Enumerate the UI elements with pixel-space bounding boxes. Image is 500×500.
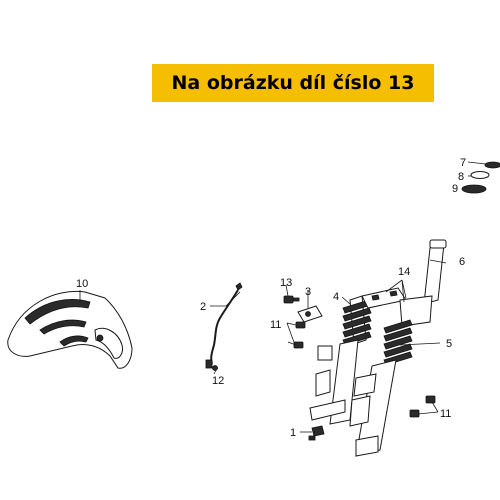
part-1-bolt — [308, 425, 325, 441]
callout-12: 12 — [212, 375, 224, 387]
part-9-nut — [461, 184, 487, 194]
callout-11-right: 11 — [440, 408, 451, 420]
part-11-bolts-right — [409, 395, 436, 418]
callout-9: 9 — [452, 183, 458, 195]
part-11-bolts-left — [293, 321, 306, 349]
part-10-front-fender — [7, 290, 133, 369]
callout-10: 10 — [76, 278, 88, 290]
callout-2: 2 — [200, 301, 206, 313]
callout-8: 8 — [458, 171, 464, 183]
part-6-steering-stem — [399, 239, 447, 327]
callout-4: 4 — [333, 291, 339, 303]
callout-1: 1 — [290, 427, 296, 439]
part-2-cable — [205, 282, 243, 371]
callout-13: 13 — [280, 277, 292, 289]
part-7-cap — [484, 161, 500, 169]
part-5-right-fork — [349, 319, 413, 457]
part-8-washer — [470, 171, 490, 179]
part-4-left-fork — [309, 295, 372, 425]
banner-text: Na obrázku díl číslo 13 — [171, 72, 415, 94]
callout-5: 5 — [446, 338, 452, 350]
callout-7: 7 — [460, 157, 466, 169]
part-13-bolt — [283, 295, 300, 304]
callout-labels: 10 2 12 13 3 11 4 14 6 5 7 8 9 1 11 — [76, 157, 466, 439]
callout-11-left: 11 — [270, 319, 281, 331]
part-number-banner: Na obrázku díl číslo 13 — [152, 64, 434, 102]
callout-3: 3 — [305, 286, 311, 298]
part-14-top-bridge — [361, 287, 407, 309]
callout-14: 14 — [398, 266, 410, 278]
part-3-clamp — [297, 305, 323, 323]
callout-6: 6 — [459, 256, 465, 268]
leader-lines — [79, 161, 487, 433]
